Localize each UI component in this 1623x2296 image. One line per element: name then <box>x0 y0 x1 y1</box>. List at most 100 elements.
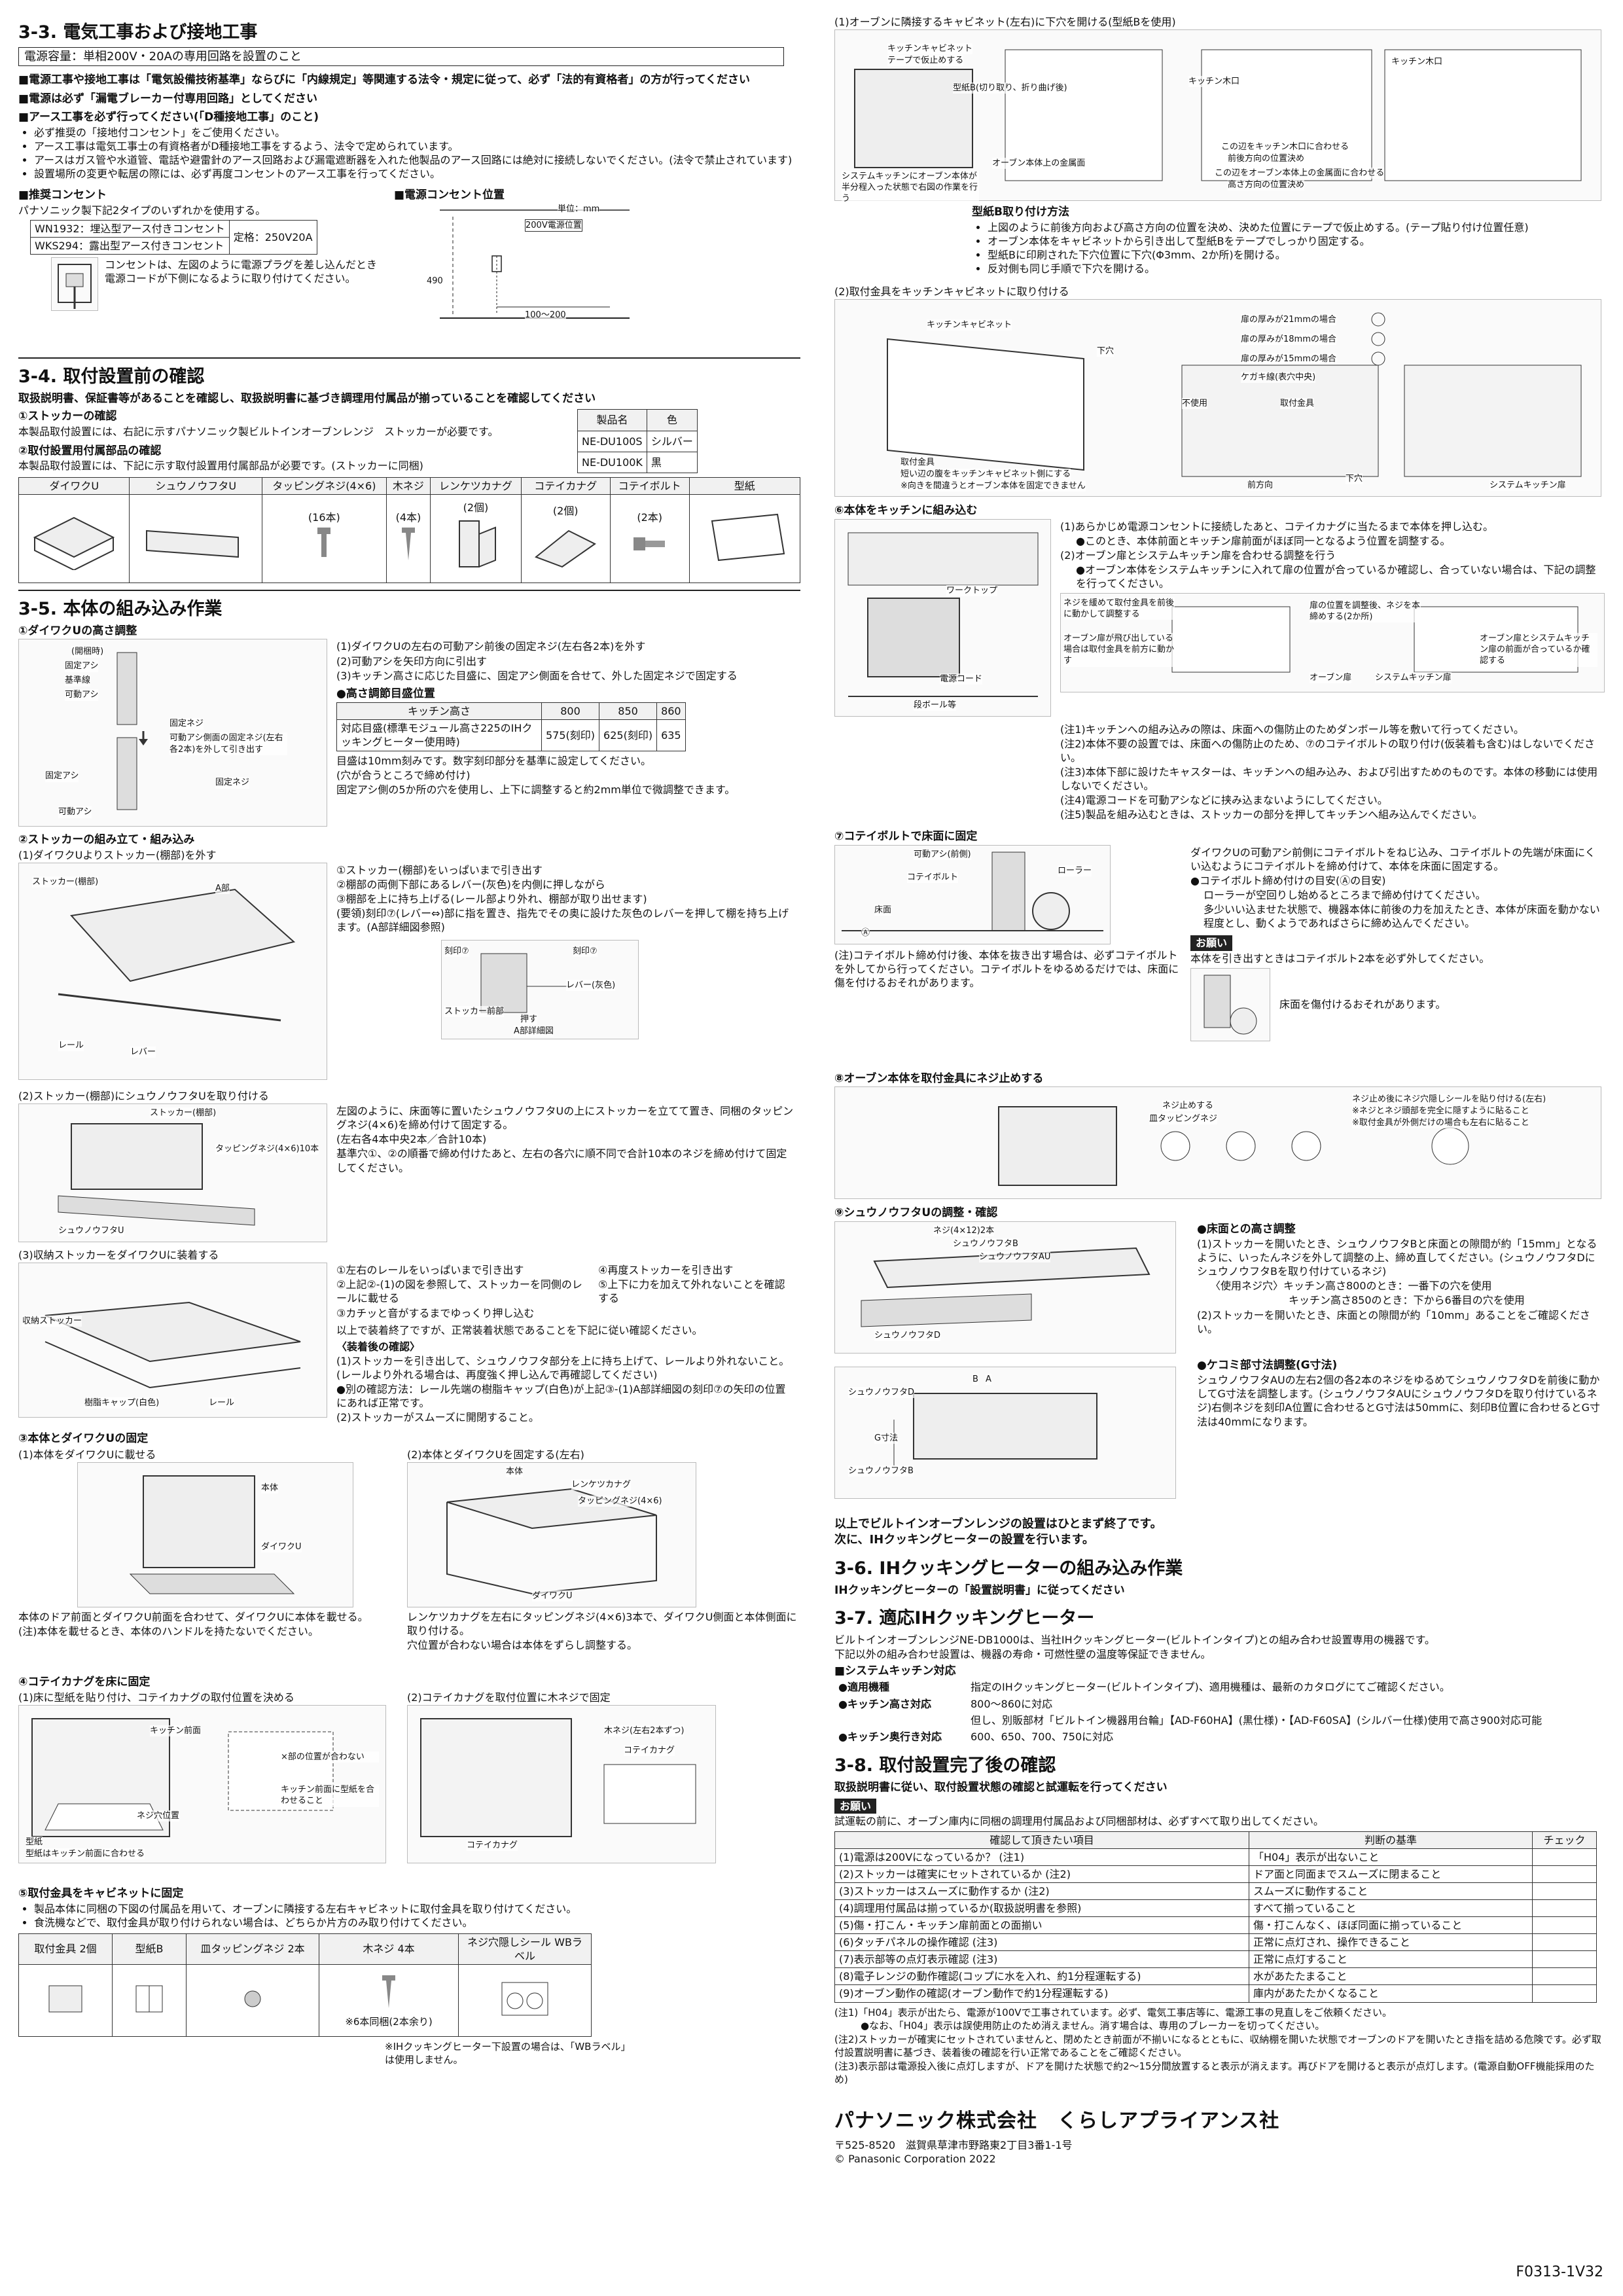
check-cell[interactable] <box>1532 1916 1597 1935</box>
check-text: ●別の確認方法：レール先端の樹脂キャップ(白色)が上記③-(1)A部詳細図の刻印… <box>336 1383 786 1410</box>
screw-fix-figure: ネジ止めする 皿タッピングネジ ネジ止め後にネジ穴隠しシールを貼り付ける(左右)… <box>834 1086 1601 1200</box>
floor-adjust-title: ●床面との高さ調整 <box>1197 1222 1296 1236</box>
outlet-position-figure: 単位：mm 200V電源位置 490 100～200 <box>394 203 787 341</box>
copyright: © Panasonic Corporation 2022 <box>834 2153 996 2166</box>
part-frame-icon <box>18 494 130 584</box>
cell: (4)調理用付属品は揃っているか(取扱説明書を参照) <box>834 1899 1249 1918</box>
note-text: (注1)「H04」表示が出たら、電源が100Vで工事されています。必ず、電気工事… <box>834 2006 1393 2018</box>
fig-label: オーブン扉 <box>1310 672 1352 684</box>
step-c1-title: (1)本体をダイワクUに載せる <box>18 1448 156 1461</box>
fig-label: シュウノウフタU <box>58 1225 124 1237</box>
fix-bolt-note: (注)コテイボルト締め付け後、本体を抜き出す場合は、必ずコテイボルトを外してから… <box>834 948 1179 989</box>
flat-screw-icon <box>186 1964 319 2037</box>
check-cell[interactable] <box>1532 1950 1597 1969</box>
cell: すべて揃っていること <box>1249 1899 1533 1918</box>
step-i-title: ⑨シュウノウフタUの調整・確認 <box>834 1206 998 1220</box>
fig-label: 扉の厚みが15mmの場合 <box>1241 353 1336 365</box>
install-kitchen-figure: ワークトップ 電源コード 段ボール等 <box>834 518 1051 717</box>
table-row: (3)ストッカーはスムーズに動作するか (注2)スムーズに動作すること <box>834 1882 1597 1900</box>
fig-label: 刻印⑦ <box>573 945 597 957</box>
bracket-icon <box>18 1964 113 2037</box>
outlet-table: WN1932：埋込型アース付きコンセント定格：250V20A WKS294：露出… <box>30 219 317 255</box>
cell: (6)タッチパネルの操作確認 (注3) <box>834 1933 1249 1952</box>
fig-label: レール <box>58 1040 84 1052</box>
fig-label: 固定アシ <box>65 660 99 672</box>
section-3-6-body: IHクッキングヒーターの「設置説明書」に従ってください <box>834 1583 1125 1597</box>
fig-label: コテイカナグ <box>624 1745 675 1757</box>
fig-label: ×部の位置が合わない <box>281 1751 379 1763</box>
fig-label: ワークトップ <box>946 584 998 596</box>
fig-label: G寸法 <box>874 1432 899 1444</box>
fig-label: ネジ穴位置 <box>137 1810 180 1822</box>
caution-badge: お願い <box>834 1798 877 1814</box>
part-head: タッピングネジ(4×6) <box>262 477 387 495</box>
check-cell[interactable] <box>1532 1933 1597 1952</box>
check-cell[interactable] <box>1532 1882 1597 1900</box>
part-connect-bracket-icon: (2個) <box>430 494 522 584</box>
unit-label: 単位：mm <box>558 203 600 215</box>
fig-label: 押す <box>520 1013 538 1025</box>
fig-label: ストッカー(棚部) <box>32 876 99 888</box>
fig-label: ローラー <box>1058 865 1092 876</box>
document-code: F0313-1V32 <box>1516 2263 1603 2280</box>
check-cell[interactable] <box>1532 1984 1597 2003</box>
outlet-position-title: ■電源コンセント位置 <box>394 188 505 202</box>
color-head: 色 <box>646 409 698 431</box>
list-item: 必ず推奨の「接地付コンセント」をご使用ください。 <box>34 126 800 139</box>
part-tapping-screw-icon: (16本) <box>262 494 387 584</box>
wood-screw-note: ※6本同梱(2本余り) <box>345 2016 433 2028</box>
outlet-note: コンセントは、左図のように電源プラグを差し込んだとき電源コードが下側になるように… <box>105 258 378 285</box>
head-cell: 850 <box>599 702 658 721</box>
step-e-title: ⑤取付金具をキャビネットに固定 <box>18 1887 184 1901</box>
fig-label: ネジを緩めて取付金具を前後に動かして調整する <box>1063 598 1175 620</box>
fig-label: テープで仮止めする <box>887 55 964 67</box>
part-head: レンケツカナグ <box>430 477 522 495</box>
part-head: 木ネジ 4本 <box>319 1933 459 1965</box>
fig-label: 型紙はキッチン前面に合わせる <box>26 1848 145 1860</box>
height-adjust-figure: (開梱時) 固定アシ 基準線 可動アシ 固定ネジ 可動アシ側面の固定ネジ(左右各… <box>18 639 327 827</box>
caution-text: 試運転の前に、オーブン庫内に同梱の調理用付属品および同梱部材は、必ずすべて取り出… <box>834 1815 1324 1828</box>
section-3-4-lead: 取扱説明書、保証書等があることを確認し、取扱説明書に基づき調理用付属品が揃ってい… <box>18 391 596 405</box>
check-cell[interactable] <box>1532 1848 1597 1866</box>
fig-label: (開梱時) <box>71 646 104 658</box>
fig-label: 短い辺の腹をキッチンキャビネット側にする <box>901 469 1071 480</box>
check-cell[interactable] <box>1532 1899 1597 1918</box>
spec-value: 600、650、700、750に対応 <box>971 1730 1114 1743</box>
fig-label: 取付金具 <box>1280 398 1315 410</box>
note-text: (注1)キッチンへの組み込みの際は、床面への傷防止のためダンボール等を敷いて行っ… <box>1060 723 1524 736</box>
section-3-5-title: 3-5. 本体の組み込み作業 <box>18 599 223 620</box>
note-text: (注3)本体下部に設けたキャスターは、キッチンへの組み込み、および引出すためのも… <box>1060 765 1598 792</box>
model-head: 製品名 <box>577 409 647 431</box>
head-cell: 判断の基準 <box>1249 1831 1533 1849</box>
fig-label: キッチンキャビネット <box>927 319 1012 331</box>
right-column: (1)オーブンに隣接するキャビネット(左右)に下穴を開ける(型紙Bを使用) キッ… <box>834 14 1605 2166</box>
bracket-attach-title: (2)取付金具をキッチンキャビネットに取り付ける <box>834 285 1069 298</box>
step-d2-title: (2)コテイカナグを取付位置に木ネジで固定 <box>407 1691 611 1704</box>
company-name: パナソニック株式会社 くらしアプライアンス社 <box>834 2109 1280 2133</box>
step-f-title: ⑥本体をキッチンに組み込む <box>834 504 978 518</box>
list-item: 反対側も同じ手順で下穴を開ける。 <box>988 262 1603 276</box>
fig-label: ※取付金具が外側だけの場合も左右に貼ること <box>1352 1117 1529 1129</box>
head-cell: 800 <box>541 702 600 721</box>
fig-label: キッチンキャビネット <box>887 43 973 55</box>
check-cell[interactable] <box>1532 1967 1597 1986</box>
step-text: 穴位置が合わない場合は本体をずらし調整する。 <box>407 1638 638 1651</box>
check-cell[interactable] <box>1532 1865 1597 1883</box>
fig-label: キッチン木口 <box>1188 76 1240 88</box>
fig-label: レンケツカナグ <box>571 1479 632 1490</box>
fig-label: この辺をオーブン本体上の金属面に合わせる <box>1215 168 1385 179</box>
end-text-2: 次に、IHクッキングヒーターの設置を行います。 <box>834 1533 1094 1547</box>
caution-badge: お願い <box>1190 935 1233 951</box>
fig-label: A <box>986 1373 991 1385</box>
fig-label: A部詳細図 <box>514 1025 554 1037</box>
step-text: ①左右のレールをいっぱいまで引き出す <box>336 1264 524 1277</box>
body-on-frame-figure: 本体 ダイワクU <box>77 1462 353 1607</box>
cell: (2)ストッカーは確実にセットされているか (注2) <box>834 1865 1249 1883</box>
part-template-icon <box>688 494 801 584</box>
bracket-parts-table: 取付金具 2個 型紙B 皿タッピングネジ 2本 木ネジ 4本 ネジ穴隠しシール … <box>18 1933 592 2037</box>
cell: (1)電源は200Vになっているか？ (注1) <box>834 1848 1249 1866</box>
fig-label: タッピングネジ(4×6) <box>578 1495 662 1507</box>
fig-label: 電源コード <box>940 673 983 685</box>
fig-label: 固定ネジ <box>215 777 250 789</box>
